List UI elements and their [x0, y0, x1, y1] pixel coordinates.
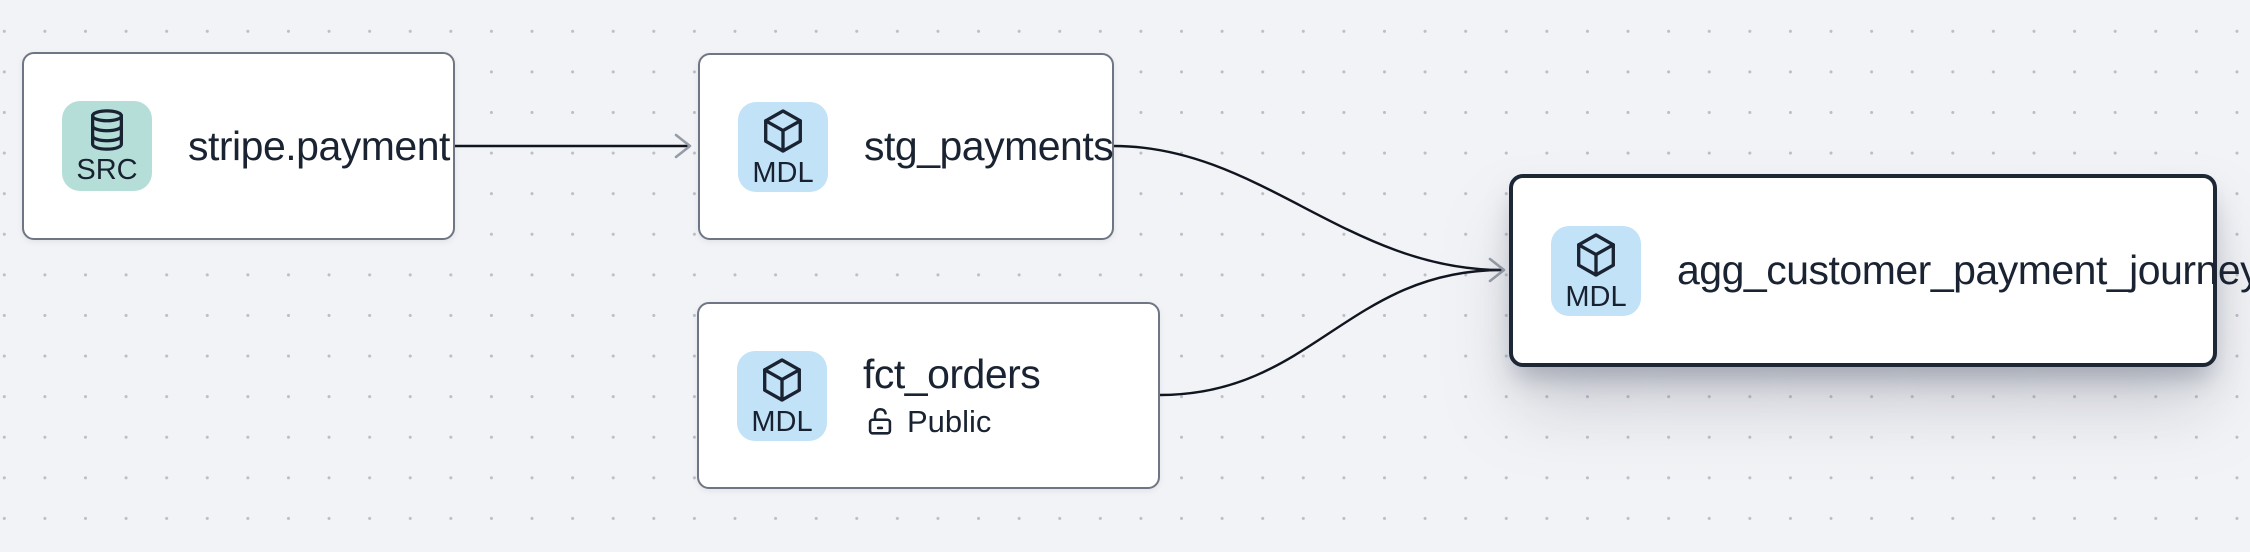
access-row: Public	[863, 404, 1040, 440]
database-icon	[90, 109, 124, 151]
node-title: fct_orders	[863, 351, 1041, 397]
cube-icon	[764, 108, 802, 153]
arrowhead-icon	[1488, 257, 1506, 283]
badge-label: MDL	[752, 156, 814, 189]
access-label: Public	[907, 404, 992, 439]
edge-fct-orders-to-agg-customer-payment-journey[interactable]	[1159, 268, 1503, 397]
lineage-node-stg-payments[interactable]: MDL stg_payments	[698, 53, 1114, 240]
node-title: stripe.payment	[188, 122, 450, 169]
arrowhead-icon	[674, 133, 692, 159]
badge-label: MDL	[1565, 280, 1627, 313]
model-type-badge: MDL	[737, 350, 827, 441]
node-title: stg_payments	[864, 123, 1114, 169]
cube-icon	[763, 357, 801, 402]
cube-icon	[1577, 232, 1615, 277]
badge-label: SRC	[76, 154, 138, 186]
edge-stg-payments-to-agg-customer-payment-journey[interactable]	[1113, 144, 1503, 272]
lineage-node-fct-orders[interactable]: MDL fct_orders Public	[697, 302, 1160, 489]
badge-label: MDL	[751, 405, 813, 438]
node-title: agg_customer_payment_journey	[1677, 247, 2250, 293]
source-type-badge: SRC	[62, 101, 152, 191]
model-type-badge: MDL	[1551, 225, 1641, 316]
lock-open-icon	[868, 407, 892, 435]
lineage-node-stripe-payment[interactable]: SRC stripe.payment	[22, 52, 455, 240]
lineage-node-agg-customer-payment-journey[interactable]: MDL agg_customer_payment_journey	[1509, 174, 2250, 367]
node-text-block: fct_orders Public	[863, 351, 1041, 440]
model-type-badge: MDL	[738, 101, 828, 192]
